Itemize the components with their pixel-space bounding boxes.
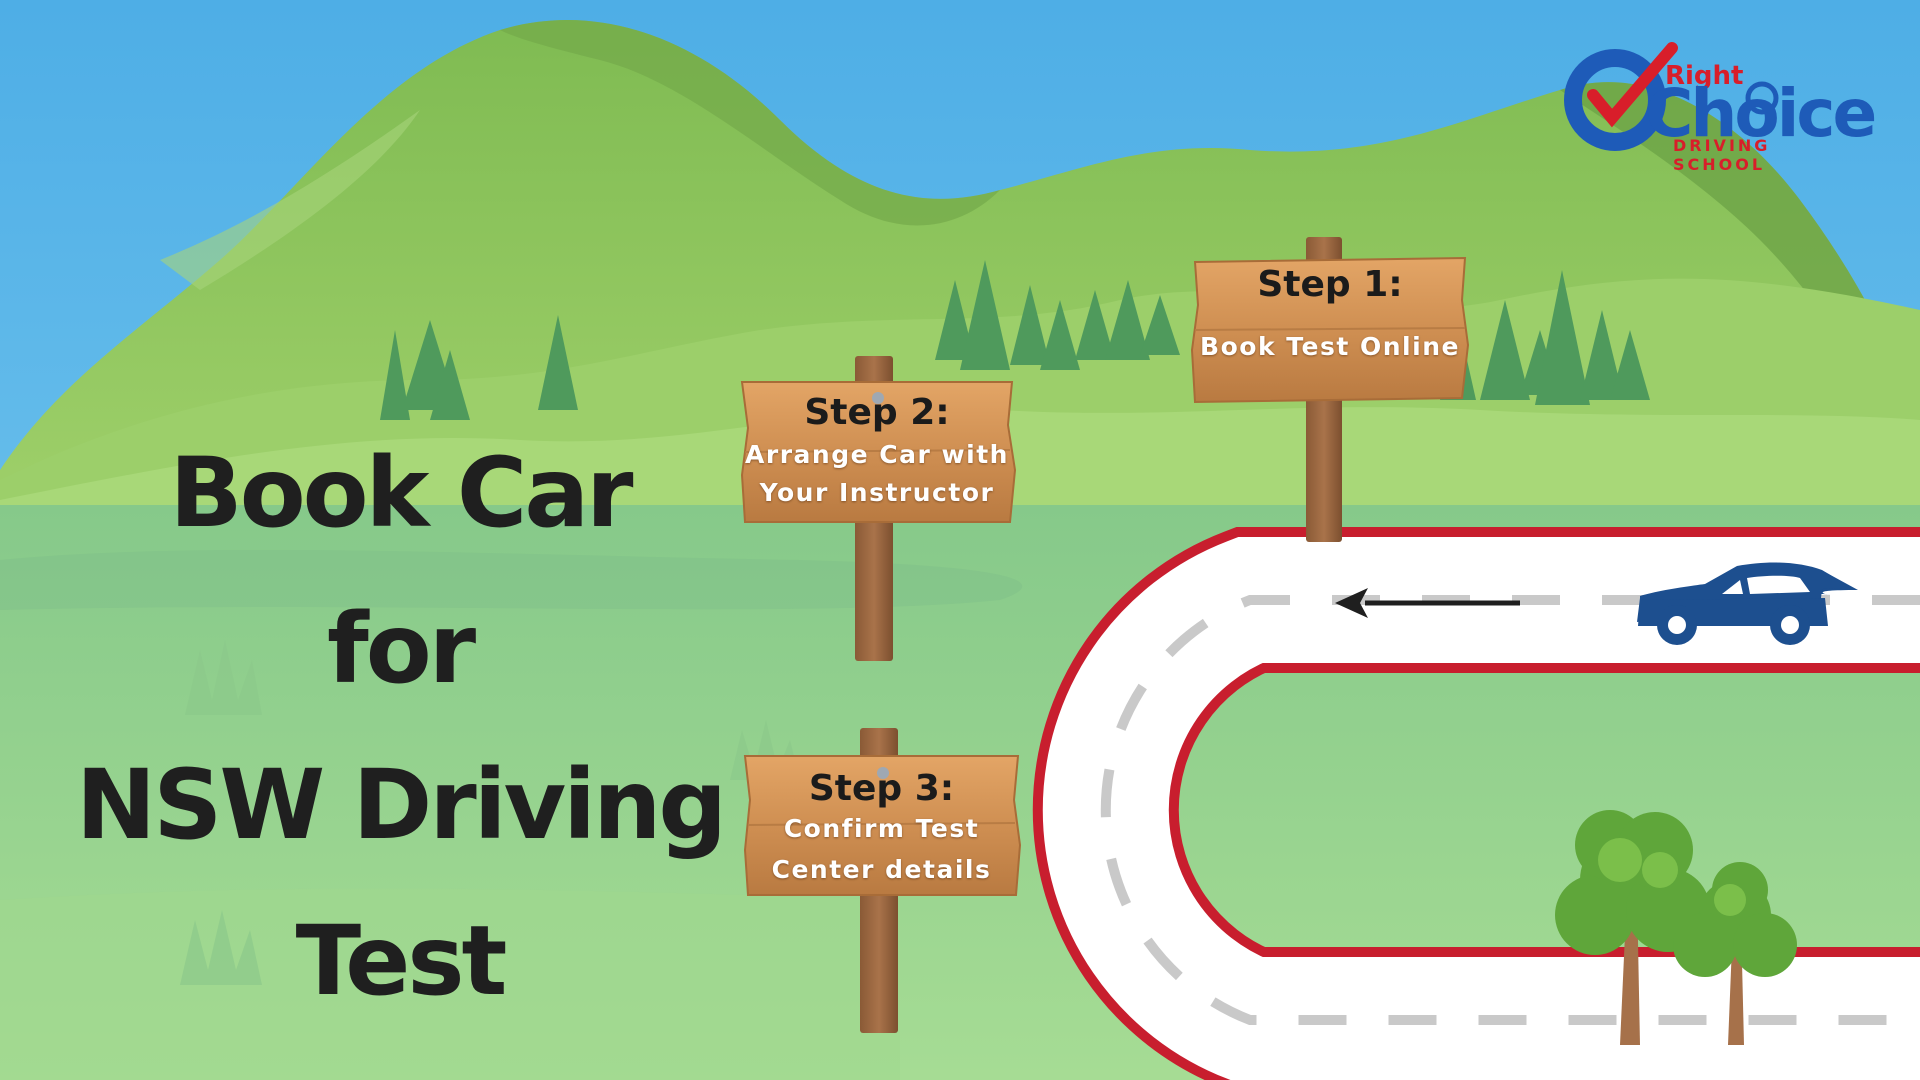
tree-icon <box>1555 810 1797 1045</box>
step-3-text-line-2: Center details <box>771 855 992 884</box>
headline-line-4: Test <box>295 905 508 1017</box>
headline-line-2: for <box>326 593 476 705</box>
headline-line-3: NSW Driving <box>75 749 727 861</box>
car-icon <box>1637 562 1858 645</box>
wooden-sign-icon <box>740 237 1470 1033</box>
step-2-text-line-2: Your Instructor <box>759 478 995 507</box>
headline-line-1: Book Car <box>169 437 634 549</box>
step-1-title: Step 1: <box>1257 264 1403 305</box>
step-3-text-line-1: Confirm Test <box>783 814 980 843</box>
brand-logo: Right Choice DRIVING SCHOOL <box>1565 45 1877 174</box>
logo-right-text: Right <box>1665 61 1744 91</box>
left-arrow-icon <box>1335 588 1520 618</box>
headline: Book Car for NSW Driving Test <box>50 415 750 1039</box>
step-3-title: Step 3: <box>808 768 955 809</box>
pine-tree-icon <box>380 260 1650 420</box>
step-1-text: Book Test Online <box>1200 332 1460 361</box>
checkmark-icon <box>1587 42 1678 128</box>
steering-wheel-icon <box>1745 81 1779 115</box>
step-2-title: Step 2: <box>804 392 950 433</box>
road <box>1032 527 1920 1080</box>
logo-graphic <box>1564 42 1779 151</box>
logo-choice-text: Choice <box>1645 75 1877 152</box>
step-2-text-line-1: Arrange Car with <box>745 440 1009 469</box>
logo-subtitle: DRIVING SCHOOL <box>1673 136 1771 174</box>
